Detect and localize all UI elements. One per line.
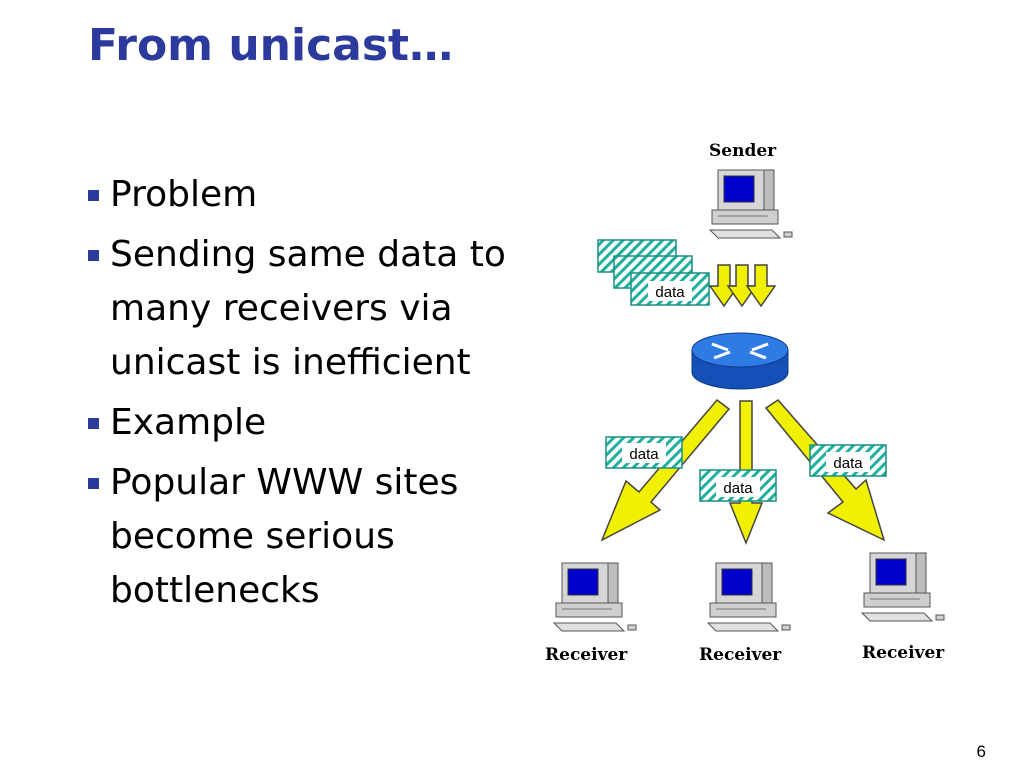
bullet-item: Problem: [88, 168, 558, 222]
receiver-label: Receiver: [862, 643, 945, 663]
bullet-item: Sending same data to many receivers via …: [88, 228, 558, 390]
receiver-label: Receiver: [545, 645, 628, 665]
bullet-text: Problem: [110, 174, 258, 215]
packet-right: data: [809, 444, 887, 477]
bullet-text: Popular WWW sites become serious bottlen…: [110, 462, 459, 611]
bullet-marker: [88, 418, 99, 429]
router-icon: [691, 332, 789, 390]
packet-label: data: [723, 480, 753, 497]
packet-label: data: [629, 446, 659, 463]
bullet-text: Sending same data to many receivers via …: [110, 234, 506, 383]
bullet-marker: [88, 478, 99, 489]
slide-title: From unicast…: [88, 20, 454, 71]
packet-center: data: [699, 469, 777, 502]
bullet-list: Problem Sending same data to many receiv…: [88, 168, 558, 618]
bullet-text: Example: [110, 402, 267, 443]
packet-left: data: [605, 436, 683, 469]
bullet-marker: [88, 250, 99, 261]
receiver-computer-icon: [707, 562, 791, 632]
bullet-marker: [88, 190, 99, 201]
inbound-arrows: [708, 264, 777, 308]
page-number: 6: [976, 742, 986, 761]
bullet-item: Popular WWW sites become serious bottlen…: [88, 456, 558, 618]
packet-stack: data: [597, 239, 710, 306]
sender-label: Sender: [709, 141, 777, 161]
packet-label: data: [833, 455, 863, 472]
packet-label: data: [655, 284, 685, 301]
bullet-item: Example: [88, 396, 558, 450]
receiver-computer-icon: [861, 552, 945, 622]
sender-computer-icon: [709, 169, 793, 239]
receiver-computer-icon: [553, 562, 637, 632]
receiver-label: Receiver: [699, 645, 782, 665]
